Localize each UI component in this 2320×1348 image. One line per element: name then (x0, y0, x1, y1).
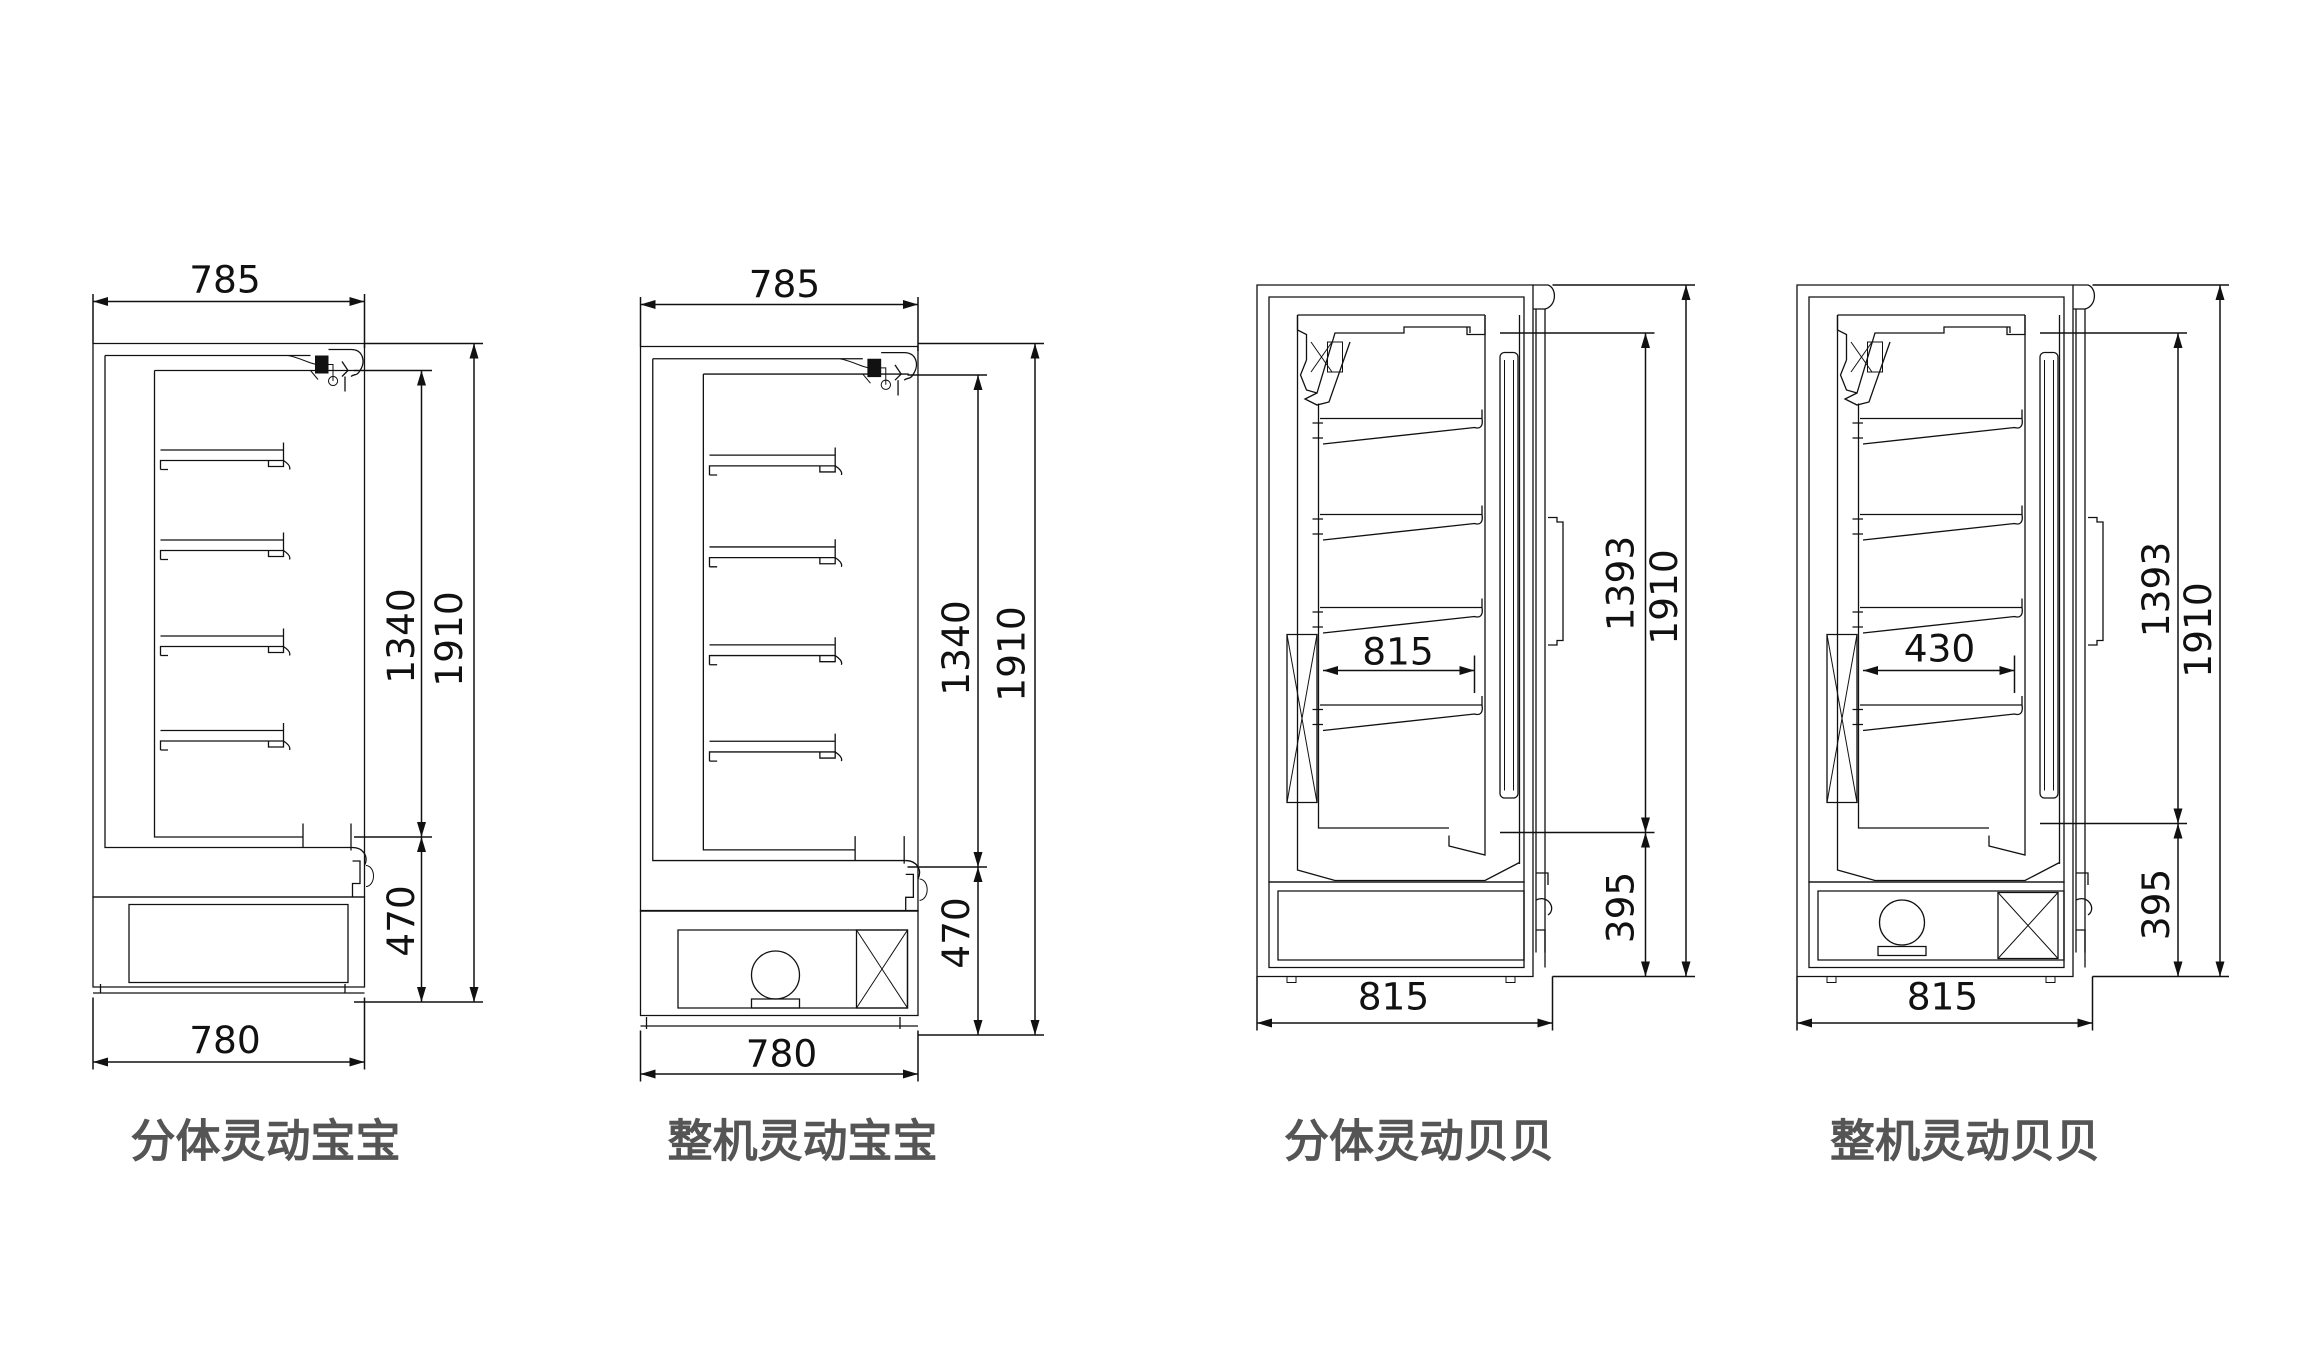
model-caption: 整机灵动宝宝 (667, 1115, 937, 1168)
fridge-drawing-split-baobao: 785 780 1340 470 1910 分体灵动宝宝 (92, 258, 483, 1168)
total-height-label: 1910 (1642, 549, 1686, 644)
base-height-label: 395 (2134, 869, 2178, 941)
bottom-width-label: 815 (1907, 975, 1979, 1019)
fridge-drawing-integral-baobao: 785 780 1340 470 1910 整机灵动宝宝 (639, 262, 1044, 1168)
fridge-drawing-split-beibei: 815 815 1393 395 1910 分体灵动贝贝 (1256, 284, 1695, 1168)
total-height-label: 1910 (990, 606, 1034, 701)
top-width-label: 785 (749, 262, 821, 306)
display-height-label: 1393 (2134, 542, 2178, 637)
base-height-label: 470 (379, 885, 423, 957)
model-caption: 整机灵动贝贝 (1830, 1115, 2100, 1168)
model-caption: 分体灵动贝贝 (1284, 1115, 1554, 1168)
fridge-drawing-integral-beibei: 430 815 1393 395 1910 整机灵动贝贝 (1796, 284, 2229, 1168)
bottom-width-label: 780 (746, 1032, 818, 1076)
inner-width-label: 430 (1904, 627, 1976, 671)
inner-width-label: 815 (1362, 630, 1434, 674)
display-height-label: 1340 (934, 600, 978, 695)
bottom-width-label: 780 (189, 1018, 261, 1062)
bottom-width-label: 815 (1358, 975, 1430, 1019)
display-height-label: 1340 (379, 588, 423, 683)
total-height-label: 1910 (427, 591, 471, 686)
total-height-label: 1910 (2176, 582, 2220, 677)
base-height-label: 395 (1599, 872, 1643, 944)
model-caption: 分体灵动宝宝 (130, 1115, 400, 1168)
top-width-label: 785 (189, 258, 261, 302)
base-height-label: 470 (934, 897, 978, 969)
display-height-label: 1393 (1599, 536, 1643, 631)
